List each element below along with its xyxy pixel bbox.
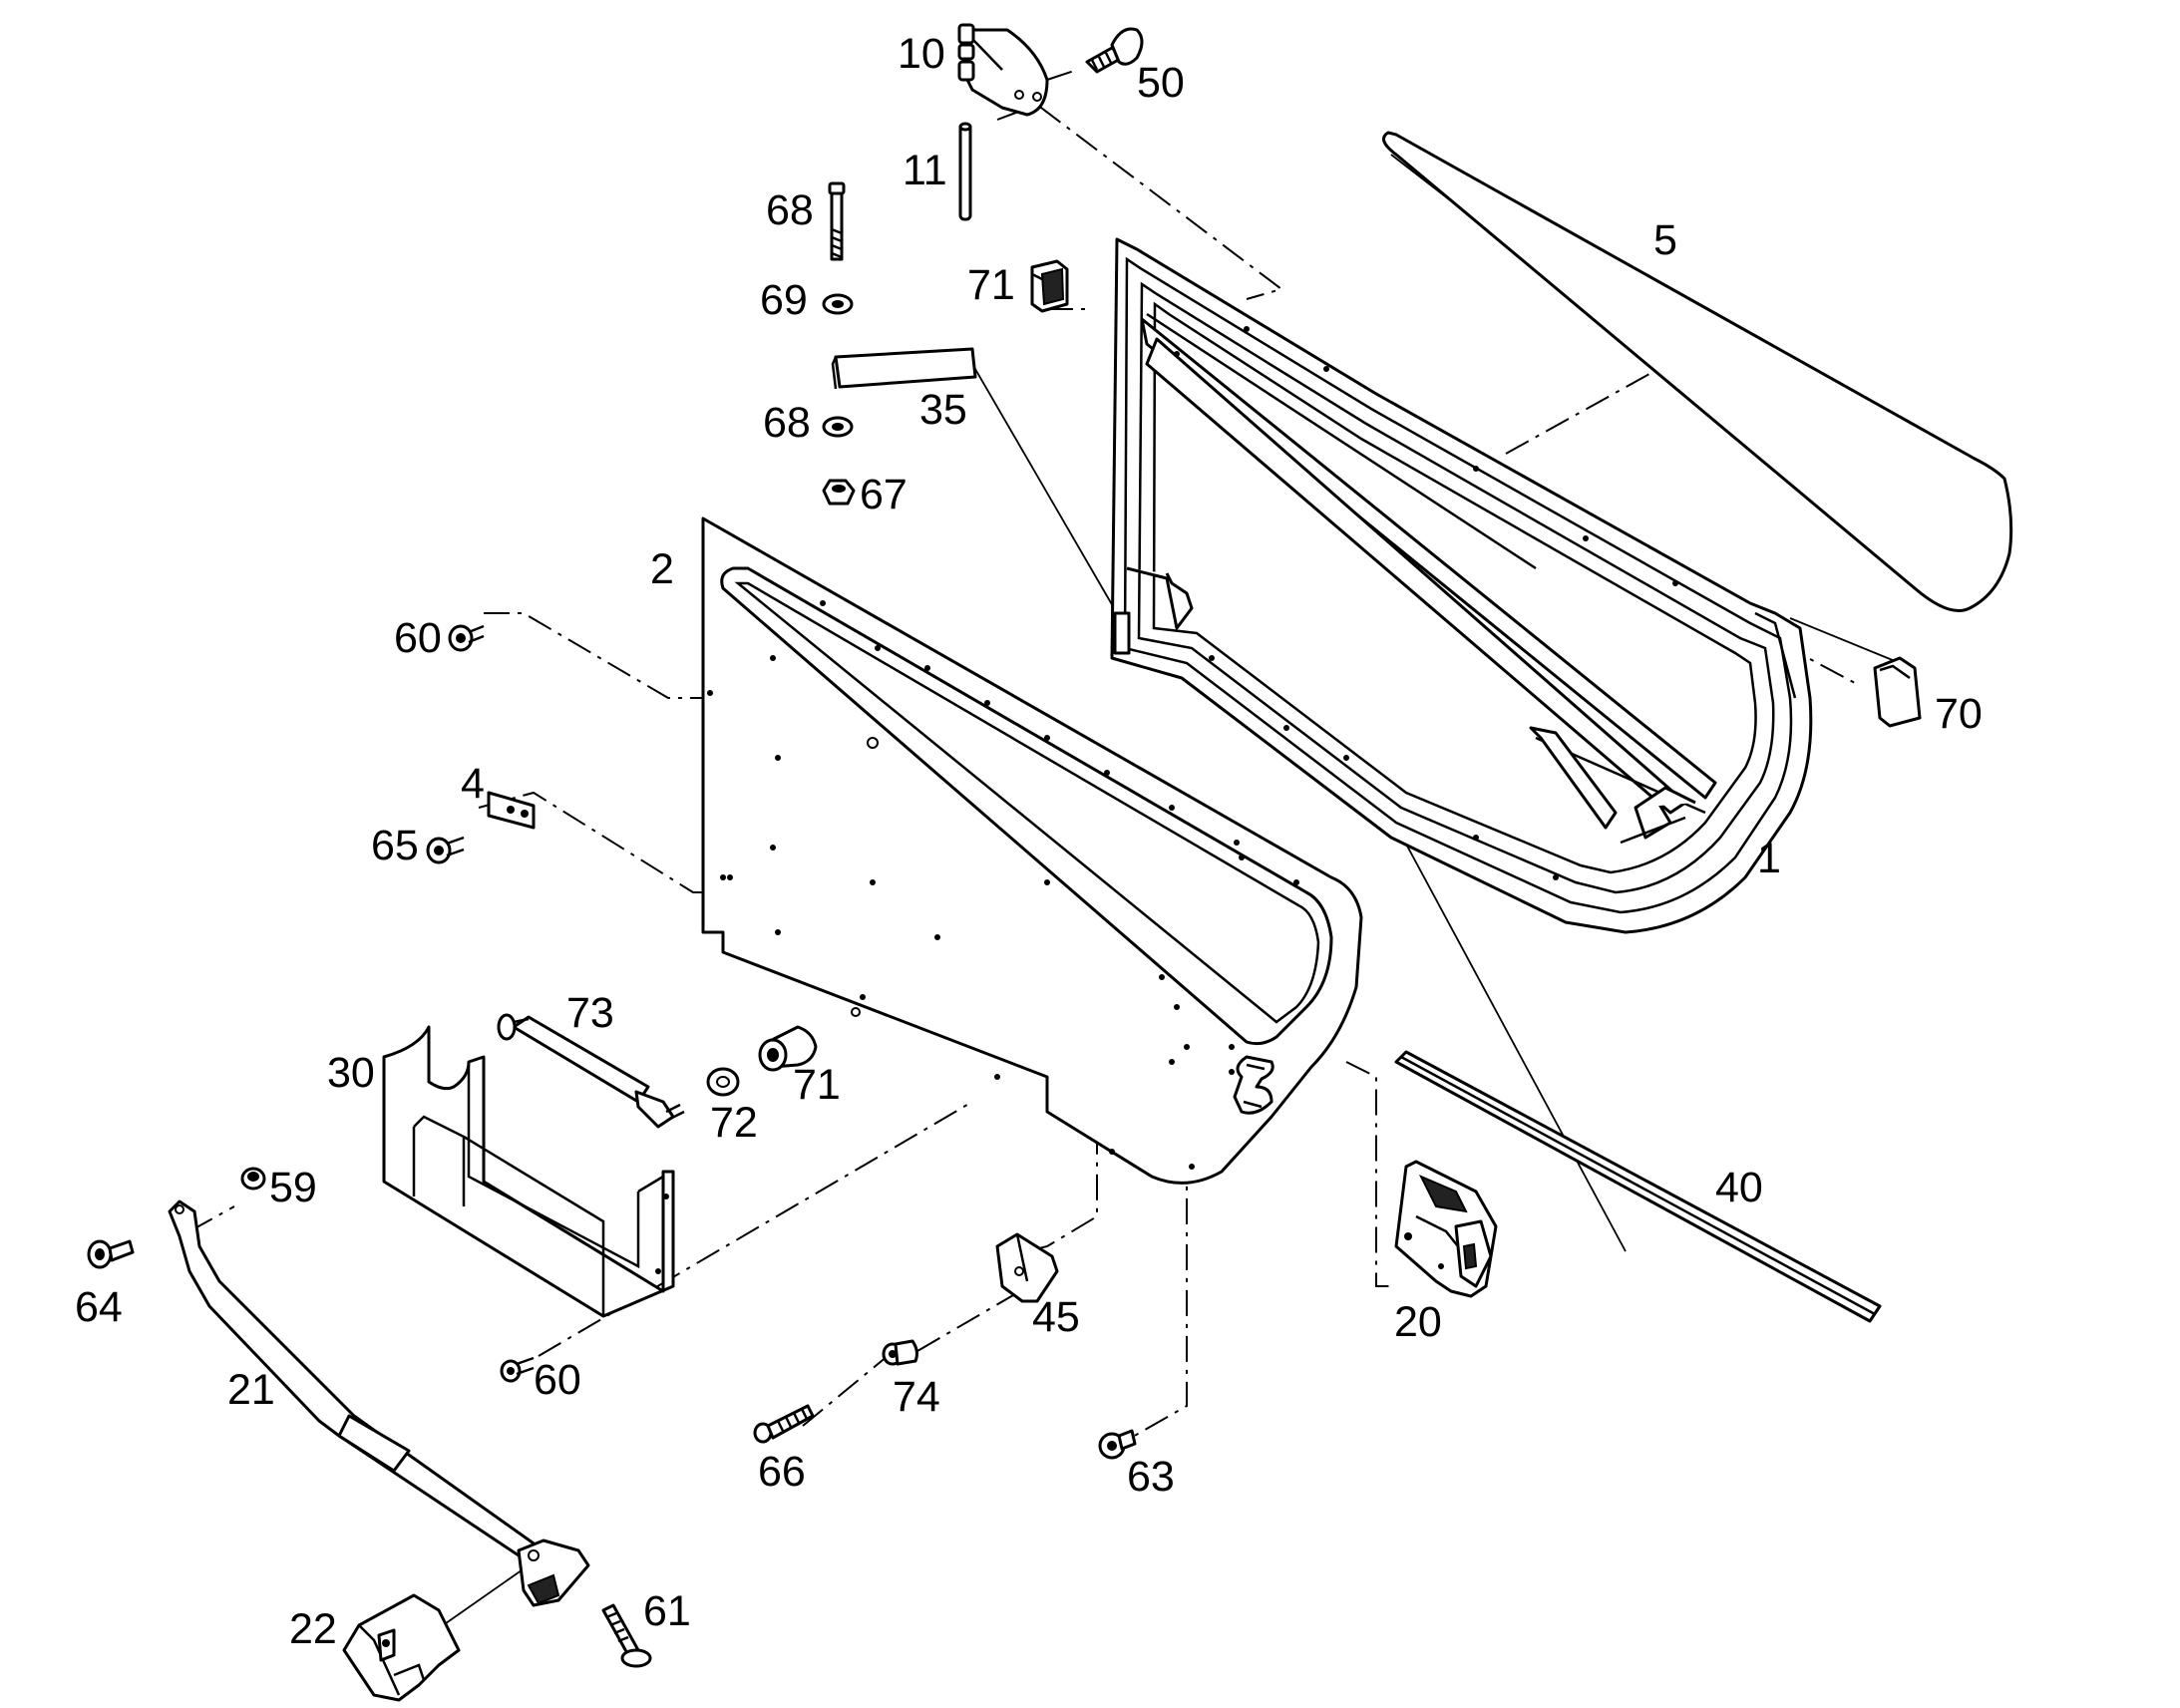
screw-part-63: [87, 1239, 135, 1269]
washer-part-68-lower: [822, 416, 854, 438]
callout-40: 45: [1032, 1293, 1080, 1341]
washer-part-72: [706, 1067, 740, 1097]
callout-69: 70: [1935, 690, 1983, 738]
callout-35: 35: [919, 386, 967, 434]
clip-part-69: [1873, 656, 1922, 728]
callout-68b: 68: [763, 399, 811, 447]
hinge-part-10: [957, 23, 1049, 117]
screw-part-64: [426, 836, 465, 864]
bushing-part-71: [758, 1025, 818, 1072]
handle-cover-part-22: [342, 1593, 461, 1702]
spacer-part-74: [882, 1339, 918, 1366]
callout-70: 71: [967, 261, 1015, 309]
callout-60a: 60: [394, 614, 442, 662]
inner-door-panel-part-2: [701, 516, 1363, 1185]
nut-part-59: [240, 1167, 266, 1191]
callout-61: 61: [643, 1587, 691, 1635]
callout-67: 67: [860, 471, 908, 518]
bolt-part-66: [828, 181, 846, 261]
check-strap-part-35: [831, 347, 977, 390]
callout-2: 2: [650, 545, 674, 593]
callout-63: 64: [75, 1283, 123, 1331]
callout-labels: 10 50 11 68 69 35 68 67 71 5 70 1 2 60 4…: [75, 30, 1983, 1653]
callout-74: 74: [893, 1373, 940, 1421]
screw-part-62: [1098, 1429, 1137, 1460]
bolt-part-45: [1085, 27, 1144, 74]
callout-20: 20: [1394, 1298, 1442, 1346]
callout-65: 66: [758, 1448, 806, 1496]
callout-45: 50: [1137, 59, 1185, 107]
hinge-pin-part-11: [958, 122, 972, 221]
callout-5: 5: [1653, 216, 1677, 264]
callout-60b: 60: [534, 1356, 581, 1404]
callout-68a: 69: [760, 276, 808, 324]
washer-part-68-upper: [822, 293, 854, 315]
callout-4: 4: [461, 760, 485, 808]
callout-50: 40: [1715, 1164, 1763, 1211]
callout-21: 21: [227, 1366, 275, 1414]
door-latch-part-20: [1394, 1160, 1498, 1298]
seal-strip-part-50: [1394, 1050, 1882, 1323]
callout-11: 11: [903, 147, 947, 194]
nut-part-67: [822, 479, 856, 506]
callout-73: 73: [566, 989, 614, 1037]
screw-part-60-upper: [448, 624, 485, 652]
callout-22: 22: [289, 1605, 337, 1653]
screw-part-61: [601, 1603, 652, 1668]
callout-62: 63: [1127, 1453, 1175, 1501]
storage-pocket-part-30: [382, 1025, 675, 1318]
callout-71: 71: [793, 1061, 841, 1109]
callout-66: 68: [766, 186, 814, 234]
screw-part-60-lower: [500, 1356, 535, 1383]
striker-part-40: [995, 1232, 1059, 1303]
callout-1: 1: [1757, 835, 1781, 882]
gas-spring-part-73: [497, 1013, 685, 1129]
callout-59: 59: [269, 1164, 317, 1211]
callout-72: 72: [710, 1099, 758, 1147]
callout-30: 30: [327, 1049, 375, 1097]
callout-10: 10: [898, 30, 945, 78]
handle-rod-part-21: [168, 1199, 590, 1607]
clip-part-70: [1030, 259, 1069, 313]
window-glass-part-5: [1382, 131, 2013, 612]
door-frame-part-1: [1110, 237, 1813, 934]
plate-part-4: [487, 791, 536, 830]
callout-64: 65: [371, 822, 419, 869]
bolt-part-65: [753, 1404, 815, 1444]
